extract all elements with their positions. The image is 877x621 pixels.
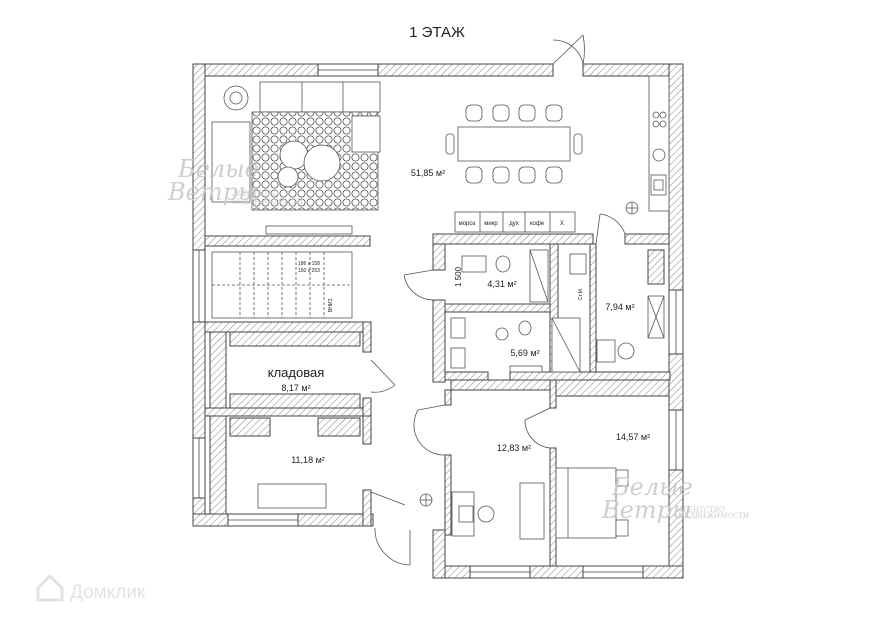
valve-icon	[419, 201, 639, 507]
laundry-area: 7,94 м²	[605, 302, 634, 312]
stair-size-label-2: 150 х 253	[298, 268, 320, 274]
svg-text:Ветры: Ветры	[601, 496, 692, 524]
svg-text:НЕДВИЖИМОСТИ: НЕДВИЖИМОСТИ	[677, 512, 750, 520]
svg-text:Белые: Белые	[177, 155, 259, 183]
appliance-row: мороз микр дух кофе Х	[454, 211, 576, 233]
kitchen-counter	[648, 75, 670, 212]
living-area: 51,85 м²	[411, 168, 445, 178]
laundry-door[interactable]	[595, 213, 626, 245]
toilet-room: 4,31 м² 1 500	[454, 249, 549, 303]
page-title: 1 ЭТАЖ	[409, 24, 465, 41]
laundry-room: Ст.М. 7,94 м²	[569, 249, 665, 363]
bedroom-left: 11,18 м²	[209, 415, 361, 515]
toilet-width-label: 1 500	[454, 266, 463, 287]
storage-room: кладовая 8,17 м²	[209, 331, 361, 409]
utility-label: Ст.М.	[578, 288, 584, 300]
bedroom-left-door[interactable]	[370, 491, 411, 566]
svg-text:Домклик: Домклик	[70, 582, 146, 603]
study-room: 12,83 м²	[450, 379, 551, 540]
svg-text:Ветры: Ветры	[167, 178, 258, 206]
watermark-logo-left: Белые Ветры АГЕНТСТВО НЕДВИЖИМОСТИ	[167, 155, 304, 206]
toilet-door[interactable]	[403, 269, 434, 301]
windows	[192, 63, 684, 579]
bath-area: 5,69 м²	[510, 348, 539, 358]
toilet-area: 4,31 м²	[487, 279, 516, 289]
storage-name: кладовая	[268, 365, 325, 380]
svg-text:Белые: Белые	[611, 473, 693, 501]
svg-text:НЕДВИЖИМОСТИ: НЕДВИЖИМОСТИ	[231, 198, 304, 206]
entrance-door[interactable]	[552, 34, 585, 65]
bedroom-right-area: 14,57 м²	[616, 432, 650, 442]
storage-door[interactable]	[370, 359, 396, 393]
bedroom-left-area: 11,18 м²	[291, 455, 325, 465]
study-door[interactable]	[413, 404, 446, 456]
appliance-label: микр	[484, 221, 498, 227]
domclick-logo: Домклик	[36, 573, 146, 603]
dining-table	[445, 104, 583, 184]
svg-text:АГЕНТСТВО: АГЕНТСТВО	[677, 506, 725, 514]
bedroom-right: 14,57 м²	[555, 379, 670, 539]
stair-size-label: 186 х 158	[298, 261, 320, 267]
interior-walls	[204, 233, 671, 567]
appliance-label: Х	[560, 221, 564, 227]
house-icon	[36, 573, 64, 602]
appliance-label: мороз	[459, 221, 476, 227]
staircase: 186 х 158 150 х 253 ВНИЗ	[211, 251, 353, 319]
study-area: 12,83 м²	[497, 443, 531, 453]
living-furniture	[211, 81, 381, 235]
appliance-label: кофе	[530, 221, 545, 227]
bath-room: 5,69 м²	[450, 317, 581, 373]
stair-down-label: ВНИЗ	[328, 298, 334, 312]
svg-text:АГЕНТСТВО: АГЕНТСТВО	[231, 190, 279, 198]
storage-area: 8,17 м²	[281, 383, 310, 393]
bedroom-right-door[interactable]	[524, 407, 551, 449]
appliance-label: дух	[509, 221, 519, 227]
watermark-logo-right: Белые Ветры АГЕНТСТВО НЕДВИЖИМОСТИ	[601, 473, 750, 524]
